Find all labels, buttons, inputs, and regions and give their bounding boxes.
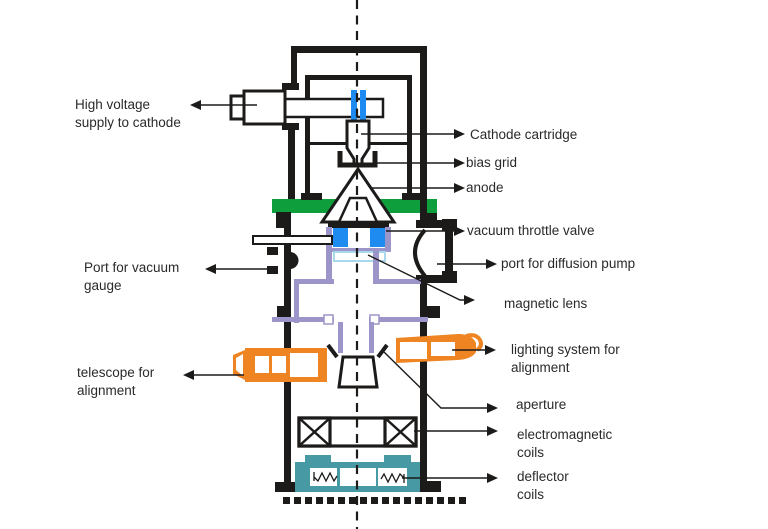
label-bias-grid: bias grid (466, 155, 518, 170)
inner-gun-housing (301, 75, 426, 200)
arrow-icon (454, 129, 465, 139)
label-magnetic-lens: magnetic lens (504, 296, 588, 311)
outer-vessel-wall (267, 46, 457, 492)
label-vacuum-throttle-valve: vacuum throttle valve (467, 223, 595, 238)
high-voltage-feedthrough (229, 89, 385, 126)
label-deflector-coils: deflector coils (517, 469, 569, 502)
label-aperture: aperture (516, 397, 567, 412)
vacuum-throttle-valve (326, 223, 391, 284)
arrow-icon (205, 264, 216, 274)
label-telescope: telescope for alignment (77, 365, 155, 398)
label-electromagnetic-coils: electromagnetic coils (517, 427, 613, 460)
alignment-lighting-system (396, 333, 483, 363)
magnetic-lens (272, 250, 428, 353)
diffusion-pump-opening (413, 228, 427, 278)
arrow-icon (190, 100, 201, 110)
label-cathode-cartridge: Cathode cartridge (470, 127, 578, 142)
arrow-icon (486, 259, 497, 269)
label-lighting-system: lighting system for alignment (511, 342, 620, 375)
bias-grid (337, 151, 378, 168)
label-anode: anode (466, 180, 504, 195)
arrow-icon (487, 473, 498, 483)
label-port-vacuum-gauge: Port for vacuum gauge (84, 260, 180, 293)
throttle-actuator-rod (252, 235, 333, 245)
label-port-diffusion-pump: port for diffusion pump (501, 256, 636, 271)
flange-step-right (420, 213, 437, 221)
diffusion-pump-port (416, 220, 452, 228)
arrow-icon (454, 226, 465, 236)
base-dotted-line (283, 497, 466, 504)
arrow-icon (487, 403, 498, 413)
vacuum-gauge-port-flange (267, 247, 278, 255)
coil-winding-symbol (313, 471, 338, 483)
cathode-rod (351, 90, 366, 124)
callout-arrows (183, 100, 498, 483)
arrow-icon (454, 183, 465, 193)
electromagnetic-coils (297, 416, 418, 448)
arrow-icon (464, 295, 475, 305)
vacuum-gauge-port-opening (290, 252, 299, 269)
arrow-icon (485, 345, 496, 355)
alignment-telescope (233, 348, 327, 382)
arrow-icon (454, 158, 465, 168)
label-high-voltage: High voltage supply to cathode (75, 97, 181, 130)
arrow-icon (487, 426, 498, 436)
arrow-icon (183, 370, 194, 380)
